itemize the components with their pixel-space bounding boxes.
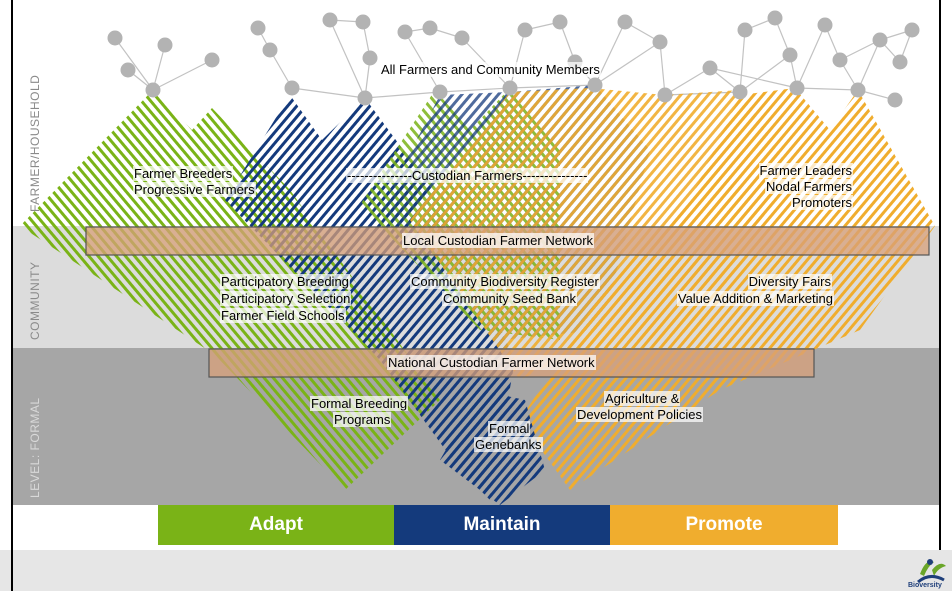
level-label-community: COMMUNITY [28, 261, 42, 341]
network-link [709, 67, 798, 89]
network-node [737, 22, 753, 38]
network-node [362, 50, 378, 66]
network-node [397, 24, 413, 40]
network-link [291, 87, 366, 99]
network-node [789, 80, 805, 96]
network-node [107, 30, 123, 46]
network-node [782, 47, 798, 63]
network-node [145, 82, 161, 98]
network-nodes [107, 10, 920, 108]
maintain-region [225, 95, 515, 500]
adapt-bar: Adapt [158, 505, 394, 545]
network-node [517, 22, 533, 38]
network-link [739, 29, 746, 93]
network-node [832, 52, 848, 68]
network-link [439, 87, 511, 93]
network-node [767, 10, 783, 26]
label-participatory-selection: Participatory Selection [220, 291, 352, 306]
network-node [732, 84, 748, 100]
network-node [157, 37, 173, 53]
network-link [796, 87, 859, 91]
network-link [152, 44, 166, 91]
label-local-network: Local Custodian Farmer Network [402, 233, 595, 248]
footer-area [0, 550, 952, 591]
adapt-region [20, 90, 440, 490]
network-node [904, 22, 920, 38]
network-node [887, 92, 903, 108]
network-link [594, 41, 661, 86]
network-node [817, 17, 833, 33]
label-formal-breeding-2: Programs [333, 412, 392, 427]
logo-text: Bioversity [908, 582, 942, 589]
promote-bar: Promote [610, 505, 838, 545]
label-promoters: Promoters [791, 195, 853, 210]
label-value-addition: Value Addition & Marketing [676, 291, 834, 306]
level-label-formal: LEVEL: FORMAL [28, 397, 42, 498]
network-node [322, 12, 338, 28]
label-participatory-breeding: Participatory Breeding [220, 274, 350, 289]
network-node [422, 20, 438, 36]
label-progressive-farmers: Progressive Farmers [133, 182, 256, 197]
network-link [664, 67, 711, 96]
network-node [702, 60, 718, 76]
network-link [857, 39, 881, 91]
network-link [659, 41, 666, 96]
network-node [657, 87, 673, 103]
label-nodal-farmers: Nodal Farmers [765, 179, 853, 194]
network-node [850, 82, 866, 98]
network-node [872, 32, 888, 48]
network-link [509, 84, 596, 89]
label-formal-genebanks-1: Formal [488, 421, 531, 436]
network-node [120, 62, 136, 78]
network-node [250, 20, 266, 36]
maintain-bar: Maintain [394, 505, 610, 545]
label-farmer-field-schools: Farmer Field Schools [220, 308, 346, 323]
network-link [364, 91, 441, 99]
network-link [796, 24, 826, 89]
label-farmer-leaders: Farmer Leaders [758, 163, 853, 178]
network-node [357, 90, 373, 106]
network-node [587, 77, 603, 93]
network-node [355, 14, 371, 30]
label-diversity-fairs: Diversity Fairs [747, 274, 832, 289]
network-link [509, 29, 526, 89]
network-node [204, 52, 220, 68]
label-national-network: National Custodian Farmer Network [387, 355, 596, 370]
label-community-seed-bank: Community Seed Bank [442, 291, 577, 306]
label-farmer-breeders: Farmer Breeders [133, 166, 234, 181]
label-agri-policies-1: Agriculture & [604, 391, 681, 406]
network-node [892, 54, 908, 70]
network-node [262, 42, 278, 58]
level-label-farmer: FARMER/HOUSEHOLD [28, 74, 42, 212]
network-node [432, 84, 448, 100]
label-formal-genebanks-2: Genebanks [474, 437, 543, 452]
network-node [454, 30, 470, 46]
network-link [329, 19, 366, 99]
label-formal-breeding-1: Formal Breeding [310, 396, 409, 411]
network-link [114, 37, 154, 91]
network-link [739, 54, 791, 93]
network-node [502, 80, 518, 96]
network-node [552, 14, 568, 30]
label-community-register: Community Biodiversity Register [410, 274, 600, 289]
network-node [617, 14, 633, 30]
label-all-farmers: All Farmers and Community Members [380, 62, 601, 77]
label-agri-policies-2: Development Policies [576, 407, 704, 422]
bioversity-logo [917, 559, 946, 584]
label-custodian-farmers: ---------------Custodian Farmers--------… [346, 168, 589, 183]
network-link [152, 59, 213, 91]
network-node [652, 34, 668, 50]
network-node [284, 80, 300, 96]
